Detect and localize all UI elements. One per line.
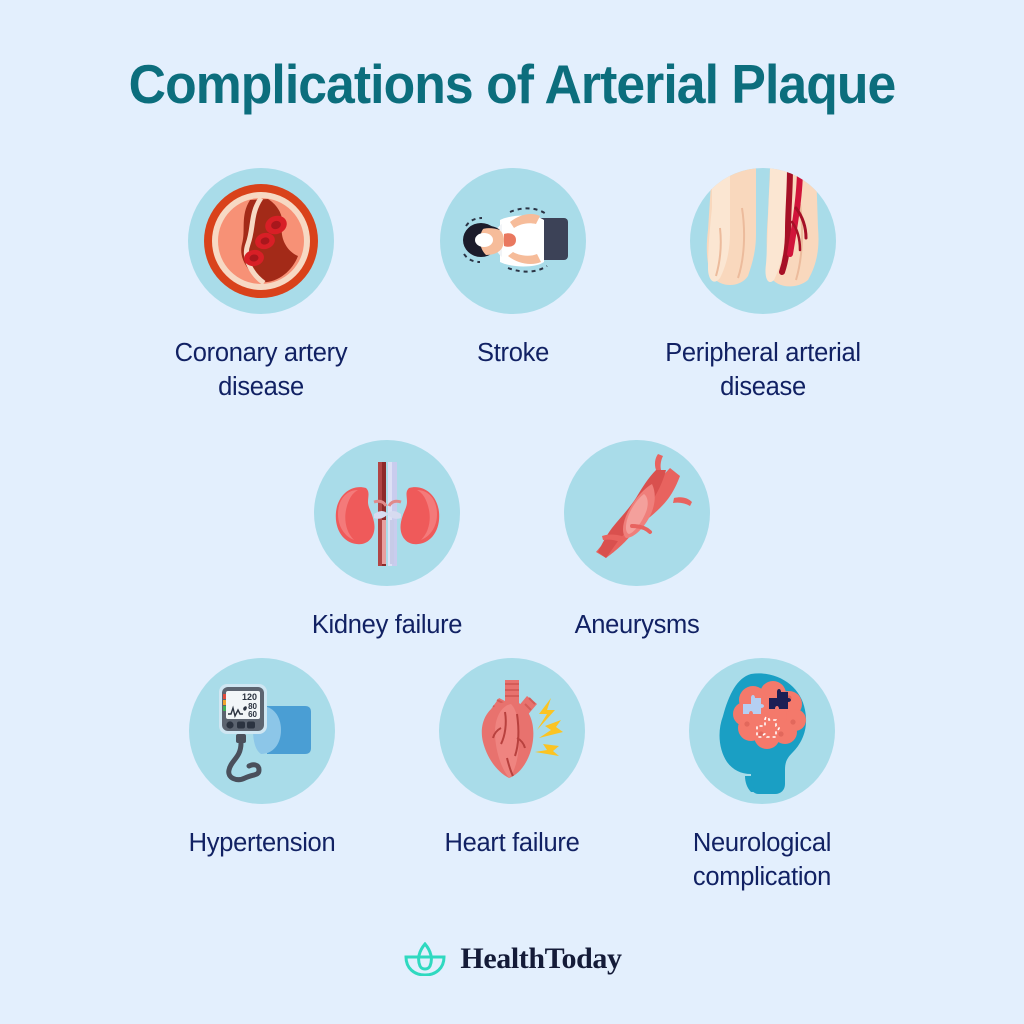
brand-name: HealthToday [460, 942, 622, 975]
bp-diastolic-value: 80 [248, 702, 257, 711]
complication-item-peripheral-arterial-disease[interactable]: Peripheral arterial disease [638, 168, 888, 404]
complication-row-3: 120 80 60 Hypertension [0, 658, 1024, 894]
heart-with-lightning-icon [481, 680, 563, 778]
icon-circle [440, 168, 586, 314]
icon-circle [689, 658, 835, 804]
kidneys-icon [335, 462, 440, 566]
complication-label: Hypertension [188, 829, 336, 857]
complication-item-stroke[interactable]: Stroke [388, 168, 638, 404]
icon-circle [188, 168, 334, 314]
complication-label: Aneurysms [574, 611, 700, 639]
complication-label: Stroke [477, 339, 549, 367]
bulging-blood-vessel-icon [596, 454, 692, 558]
complication-label: Peripheral arterial disease [665, 339, 861, 401]
complication-label: Neurological complication [692, 829, 832, 891]
page-title: Complications of Arterial Plaque [128, 53, 897, 115]
head-brain-puzzle-icon [719, 673, 807, 794]
legs-ankles-artery-icon [706, 168, 819, 287]
complication-item-kidney-failure[interactable]: Kidney failure [262, 440, 512, 642]
complication-item-aneurysms[interactable]: Aneurysms [512, 440, 762, 642]
complication-item-neurological-complication[interactable]: Neurological complication [637, 658, 887, 894]
bp-pulse-value: 60 [248, 710, 257, 719]
artery-plaque-cross-section-icon [204, 184, 318, 298]
lotus-icon [404, 942, 446, 976]
icon-circle [314, 440, 460, 586]
bp-systolic-value: 120 [242, 692, 257, 702]
icon-circle [690, 168, 836, 314]
icon-circle [439, 658, 585, 804]
complication-label: Coronary artery disease [174, 339, 348, 401]
icon-circle: 120 80 60 [189, 658, 335, 804]
person-lying-down-stroke-icon [463, 207, 568, 273]
complication-item-heart-failure[interactable]: Heart failure [387, 658, 637, 894]
blood-pressure-monitor-icon: 120 80 60 [219, 684, 311, 783]
footer-brand[interactable]: HealthToday [0, 942, 1024, 976]
complication-label: Heart failure [444, 829, 580, 857]
icon-circle [564, 440, 710, 586]
complication-item-hypertension[interactable]: 120 80 60 Hypertension [137, 658, 387, 894]
complication-row-1: Coronary artery disease [0, 168, 1024, 404]
complication-label: Kidney failure [311, 611, 463, 639]
complication-row-2: Kidney failure Aneurysms [0, 440, 1024, 642]
complication-item-coronary-artery-disease[interactable]: Coronary artery disease [136, 168, 386, 404]
